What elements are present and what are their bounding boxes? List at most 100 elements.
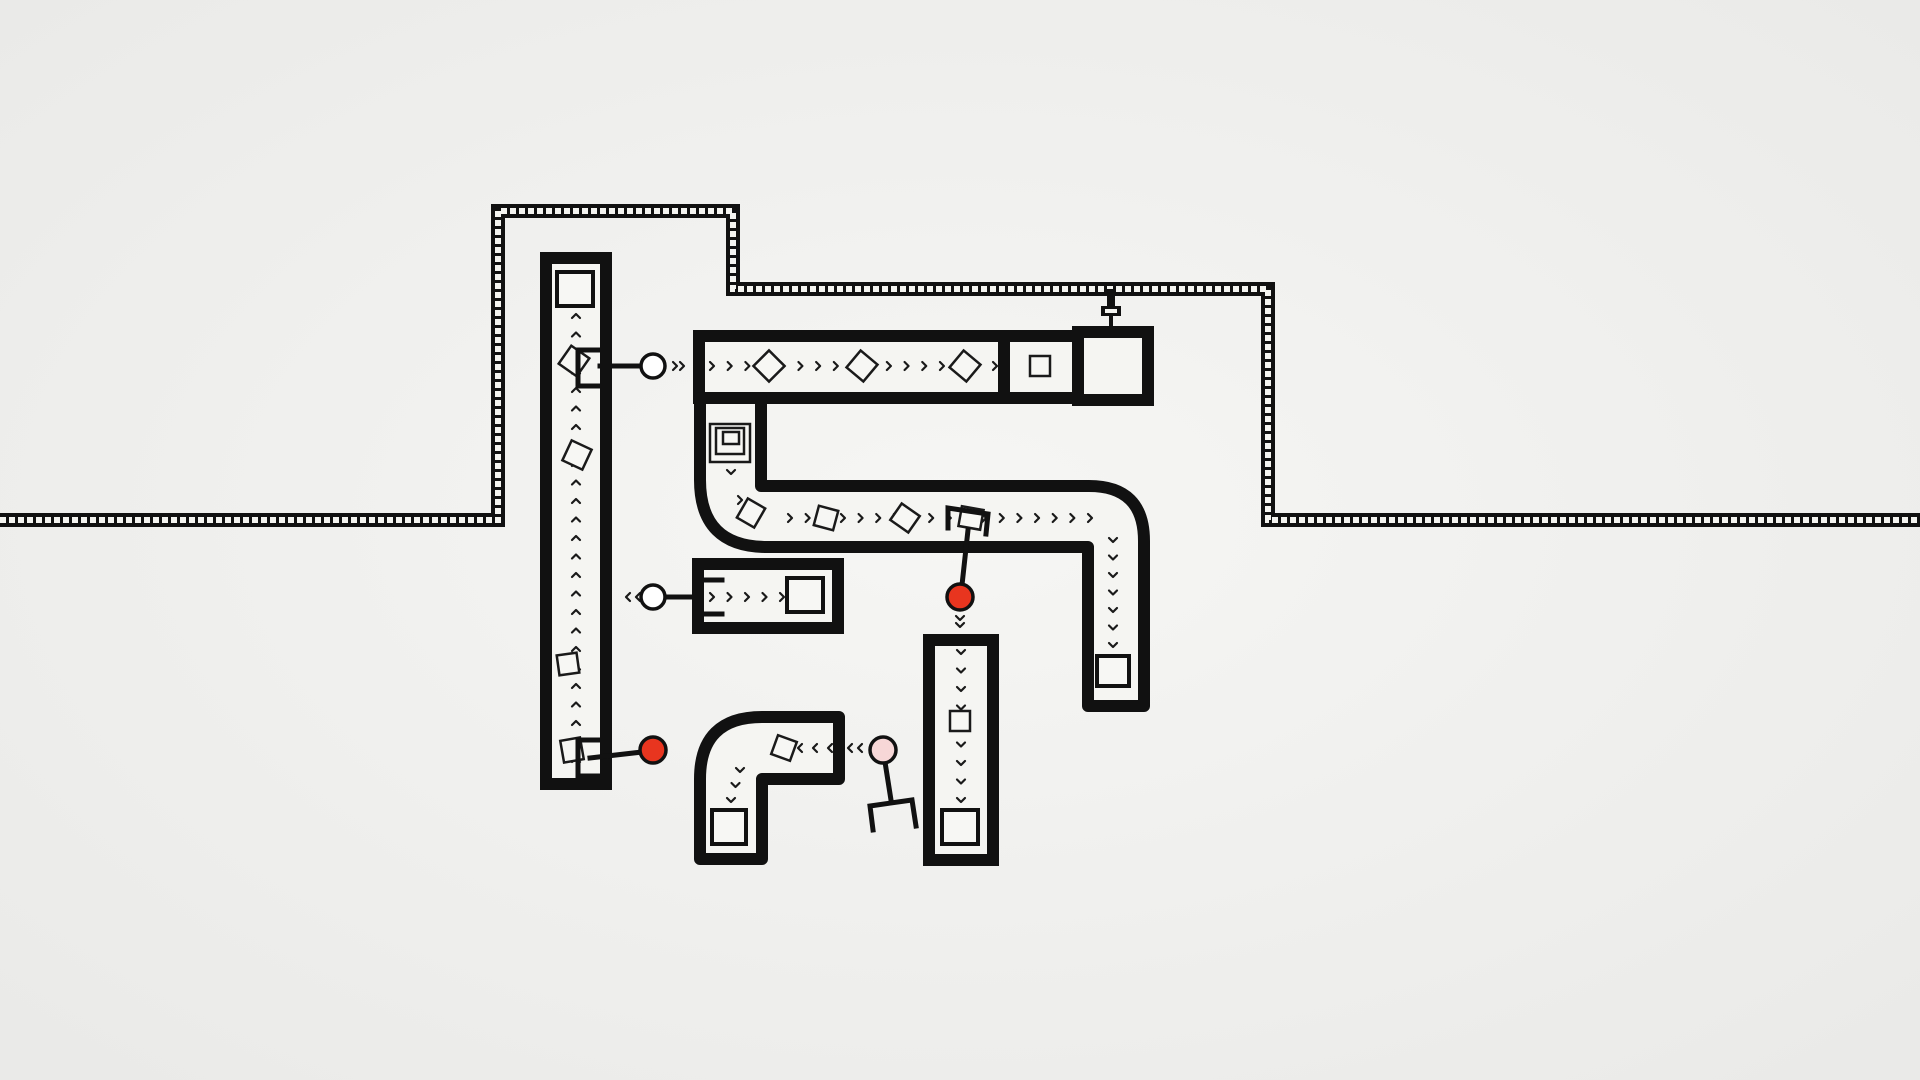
arrow-chevron-icon [736,494,744,506]
arrow-chevron-icon [1069,512,1076,524]
machine-box [1072,326,1154,406]
crate[interactable] [888,501,922,535]
arrow-chevron-icon [570,423,582,431]
crate[interactable] [769,733,799,763]
arrow-chevron-icon [624,591,632,603]
arrow-chevron-icon [955,648,967,656]
arrow-chevron-icon [1107,571,1119,579]
arrow-chevron-icon [708,591,716,603]
arrow-chevron-icon [826,742,834,754]
belt-frame [540,252,612,790]
arrow-chevron-icon [839,512,847,524]
arrow-chevron-icon [570,590,582,597]
arrow-chevron-icon [726,591,733,603]
arrow-chevron-icon [1086,512,1094,524]
crate[interactable] [948,709,972,733]
arrow-chevron-icon [832,360,839,372]
belt-exit-slot [940,808,980,846]
arrow-chevron-icon [634,591,642,603]
belt-exit-slot [1095,654,1131,688]
arrow-chevron-icon [671,360,679,372]
pusher-claw [945,505,991,537]
belt-exit-slot [785,576,825,614]
crate[interactable] [1028,354,1052,378]
arrow-chevron-icon [921,360,928,372]
arrow-chevron-icon [570,571,582,579]
arrow-chevron-icon [761,591,768,603]
belt-short-horizontal [692,558,844,634]
arrow-chevron-icon [1107,641,1119,649]
arrow-chevron-icon [875,512,882,524]
lever-a-knob[interactable] [639,352,667,380]
flow-arrows [624,360,966,754]
arrow-chevron-icon [570,497,582,505]
arrow-chevron-icon [998,512,1005,524]
arrow-chevron-icon [786,512,794,524]
arrow-chevron-icon [857,512,864,524]
lever-rod [882,759,894,803]
arrow-chevron-icon [678,360,686,372]
rail-connector [1101,289,1121,330]
arrow-chevron-icon [796,742,804,754]
lever-c-knob[interactable] [638,735,668,765]
pusher-claw [575,347,603,389]
pusher-claw [867,797,919,833]
arrow-chevron-icon [743,591,751,603]
belt-left-vertical [540,252,612,790]
arrow-chevron-icon [726,360,733,372]
arrow-chevron-icon [1107,536,1119,544]
arrow-chevron-icon [955,778,967,785]
lever-e-assembly[interactable] [867,735,919,833]
arrow-chevron-icon [725,796,737,804]
lever-d-assembly[interactable] [945,505,991,612]
crate[interactable] [812,504,840,532]
belt-direction-arrows [725,742,834,804]
arrow-chevron-icon [811,742,819,754]
arrow-chevron-icon [708,360,716,372]
arrow-chevron-icon [570,331,582,338]
arrow-chevron-icon [570,312,582,320]
crate[interactable] [721,430,741,446]
arrow-chevron-icon [955,667,967,674]
arrow-chevron-icon [734,766,746,774]
belt-direction-arrows [708,591,786,603]
lever-b-knob[interactable] [639,583,667,611]
arrow-chevron-icon [938,360,946,372]
belt-lower-vertical [923,634,999,866]
belt-top-horizontal [693,326,1154,406]
belt-s-curve [694,392,1150,712]
lever-a-assembly[interactable] [575,347,667,389]
crate[interactable] [751,348,787,384]
lever-b-assembly[interactable] [639,577,725,617]
crate[interactable] [555,651,581,677]
arrow-chevron-icon [804,512,811,524]
crate[interactable] [560,438,594,472]
belt-elbow [694,711,845,865]
crate[interactable] [947,348,983,384]
arrow-chevron-icon [570,701,582,708]
arrow-chevron-icon [928,512,935,524]
arrow-chevron-icon [991,360,999,372]
arrow-chevron-icon [1107,589,1119,596]
rail-ties [0,208,1920,523]
lever-c-assembly[interactable] [575,735,668,779]
pusher-claw [575,737,603,779]
arrow-chevron-icon [725,468,737,476]
crate[interactable] [735,496,767,530]
arrow-chevron-icon [778,591,786,603]
arrow-chevron-icon [955,704,967,711]
lever-d-knob[interactable] [945,582,975,612]
arrow-chevron-icon [954,621,966,629]
arrow-chevron-icon [1051,512,1058,524]
lever-e-knob[interactable] [868,735,898,765]
arrow-chevron-icon [570,553,582,560]
arrow-chevron-icon [1107,554,1119,561]
arrow-chevron-icon [570,608,582,616]
crate[interactable] [844,348,880,384]
arrow-chevron-icon [1016,512,1023,524]
arrow-chevron-icon [885,360,892,372]
arrow-chevron-icon [797,360,804,372]
arrow-chevron-icon [1107,624,1119,631]
rail-track [0,204,1920,527]
